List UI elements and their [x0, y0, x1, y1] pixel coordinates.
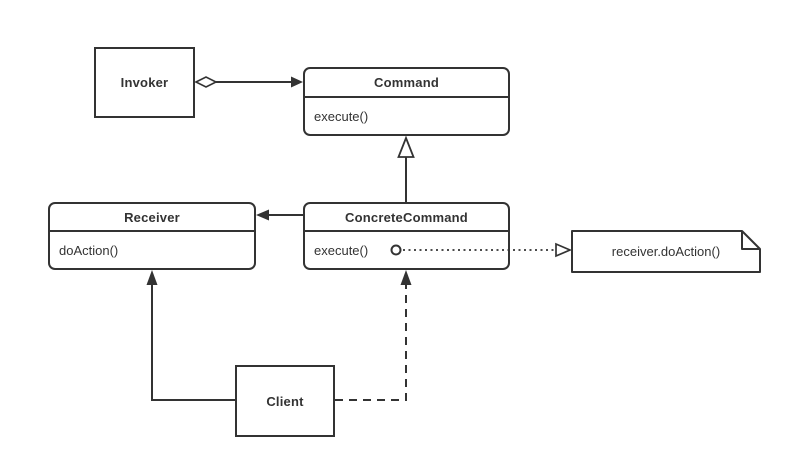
edge-concretecommand-command	[397, 135, 415, 202]
edge-client-concretecommand	[335, 270, 412, 401]
method-receiver-doaction: doAction()	[59, 242, 119, 258]
class-name-receiver: Receiver	[50, 204, 254, 232]
filled-arrowhead	[400, 270, 412, 285]
class-box-client: Client	[235, 365, 335, 437]
class-box-command: Command execute()	[303, 67, 510, 136]
class-methods-receiver: doAction()	[50, 232, 254, 268]
aggregation-diamond	[194, 76, 218, 88]
class-box-concrete-command: ConcreteCommand execute()	[303, 202, 510, 270]
note-shape	[571, 230, 761, 273]
edge-invoker-command	[194, 76, 303, 88]
class-methods-command: execute()	[305, 98, 508, 134]
class-name-client: Client	[266, 393, 304, 409]
class-name-invoker: Invoker	[120, 75, 169, 90]
method-concrete-command-execute: execute()	[314, 242, 369, 258]
class-box-receiver: Receiver doAction()	[48, 202, 256, 270]
filled-arrowhead	[146, 270, 158, 285]
class-methods-concrete-command: execute()	[305, 232, 508, 268]
note-text: receiver.doAction()	[611, 244, 721, 259]
class-name-concrete-command: ConcreteCommand	[305, 204, 508, 232]
hollow-triangle-arrowhead	[397, 135, 415, 158]
open-arrowhead	[555, 242, 573, 258]
filled-arrowhead	[291, 76, 303, 88]
class-box-invoker: Invoker	[94, 47, 195, 118]
class-name-command: Command	[305, 69, 508, 98]
edge-client-receiver	[146, 270, 235, 401]
note-fold-corner	[741, 231, 760, 250]
method-command-execute: execute()	[314, 108, 369, 124]
edge-concretecommand-receiver	[256, 209, 303, 221]
filled-arrowhead	[256, 209, 269, 221]
